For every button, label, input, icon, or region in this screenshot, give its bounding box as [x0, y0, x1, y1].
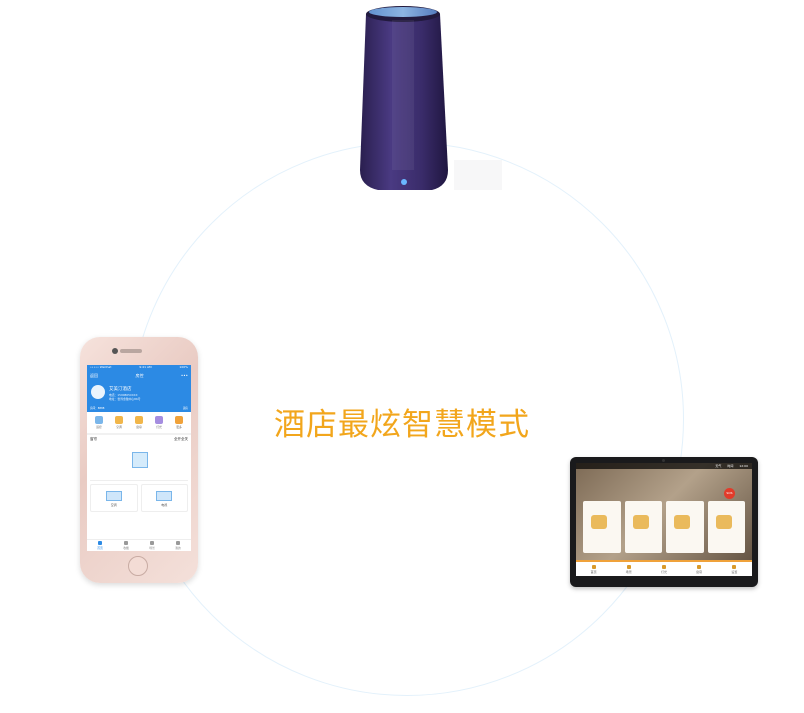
hotel-header: 艾美汀酒店 电话：1590865XXXX 地址：世界金融中心86号 房间：888… — [87, 380, 191, 412]
sos-button[interactable]: SOS — [724, 488, 735, 499]
home-icon — [97, 541, 102, 545]
hotel-phone: 电话：1590865XXXX — [109, 393, 138, 397]
tablet-cards — [583, 501, 745, 553]
device-card-tv[interactable]: 电视 — [140, 484, 188, 512]
tablet-tab[interactable]: 场景 — [626, 564, 632, 574]
quick-icon-item[interactable]: 更多 — [171, 416, 187, 429]
tablet-tab[interactable]: 窗帘 — [696, 564, 702, 574]
tablet-tab[interactable]: 灯光 — [661, 564, 667, 574]
tablet-accent-line — [576, 560, 752, 562]
grid-icon — [149, 541, 154, 545]
light-icon — [661, 564, 666, 569]
quick-icon-item[interactable]: 遥控 — [91, 416, 107, 429]
device-card-ac[interactable]: 空调 — [90, 484, 138, 512]
tab-me[interactable]: 我的 — [175, 541, 181, 550]
tablet: 天气 时间 12:00 SOS 首页 场景 灯光 窗帘 设置 — [570, 457, 758, 587]
tablet-card-tv[interactable] — [624, 501, 662, 553]
status-time: 9:41 AM — [139, 365, 152, 369]
more-icon — [175, 416, 183, 424]
ac-icon — [115, 416, 123, 424]
hotel-avatar — [91, 385, 105, 399]
top-weather: 天气 — [715, 464, 722, 468]
phone-speaker-slot — [120, 349, 142, 353]
quick-icon-item[interactable]: 空调 — [111, 416, 127, 429]
room-number: 房间：8888 — [90, 407, 105, 410]
tab-home[interactable]: 首页 — [97, 541, 103, 550]
phone-tab-bar: 首页 收藏 场景 我的 — [87, 539, 191, 551]
nav-title: 房控 — [135, 372, 144, 378]
hotel-name: 艾美汀酒店 — [109, 387, 132, 392]
top-clock: 12:00 — [739, 464, 748, 468]
phone-camera — [112, 348, 118, 354]
quick-icon-item[interactable]: 窗帘 — [131, 416, 147, 429]
phone-screen: ••••• WeChat 9:41 AM 100% 返回 房控 ••• 艾美汀酒… — [87, 365, 191, 551]
tablet-card-curtain[interactable] — [707, 501, 745, 553]
curtain-icon — [697, 564, 702, 569]
tablet-card-ac[interactable] — [666, 501, 704, 553]
home-button[interactable] — [128, 556, 148, 576]
tablet-bottom-bar: 首页 场景 灯光 窗帘 设置 — [576, 562, 752, 576]
section-title: 窗帘 — [90, 437, 97, 441]
remote-icon — [95, 416, 103, 424]
checkout-button[interactable]: 退房 — [182, 407, 188, 410]
scene-icon — [626, 564, 631, 569]
tablet-tab[interactable]: 首页 — [591, 564, 597, 574]
tv-graphic — [156, 491, 173, 501]
phone-nav-bar: 返回 房控 ••• — [87, 371, 191, 380]
quick-icon-item[interactable]: 灯光 — [151, 416, 167, 429]
curtain-icon — [715, 515, 732, 529]
settings-icon — [732, 564, 737, 569]
home-icon — [591, 564, 596, 569]
user-icon — [175, 541, 180, 545]
tv-icon — [632, 515, 649, 529]
quick-icons: 遥控 空调 窗帘 灯光 更多 — [87, 412, 191, 435]
more-button[interactable]: ••• — [180, 373, 188, 378]
tab-favorites[interactable]: 收藏 — [123, 541, 129, 550]
tablet-camera — [662, 459, 665, 462]
ac-graphic — [105, 491, 122, 501]
heart-icon — [123, 541, 128, 545]
top-date: 时间 — [727, 464, 734, 468]
ac-icon — [674, 515, 690, 529]
status-carrier: ••••• WeChat — [90, 365, 112, 369]
curtain-section-header: 窗帘 全开全关 — [87, 435, 191, 444]
phone-status-bar: ••••• WeChat 9:41 AM 100% — [87, 365, 191, 371]
smart-speaker — [360, 6, 502, 190]
headline: 酒店最炫智慧模式 — [274, 406, 530, 443]
curtain-control[interactable] — [90, 444, 188, 481]
tab-scenes[interactable]: 场景 — [149, 541, 155, 550]
device-cards: 空调 电视 — [87, 481, 191, 515]
bulb-icon — [591, 515, 607, 529]
hero-footer: 房间：8888 退房 — [90, 406, 188, 410]
tablet-screen: 天气 时间 12:00 SOS 首页 场景 灯光 窗帘 设置 — [576, 463, 752, 576]
status-battery: 100% — [179, 365, 188, 369]
hotel-address: 地址：世界金融中心86号 — [109, 397, 141, 401]
light-icon — [155, 416, 163, 424]
section-action[interactable]: 全开全关 — [174, 437, 188, 441]
tablet-top-bar: 天气 时间 12:00 — [576, 463, 752, 469]
smartphone: ••••• WeChat 9:41 AM 100% 返回 房控 ••• 艾美汀酒… — [80, 337, 198, 583]
back-button[interactable]: 返回 — [90, 372, 98, 378]
curtain-graphic — [132, 452, 148, 468]
tablet-tab[interactable]: 设置 — [731, 564, 737, 574]
tablet-card-light[interactable] — [583, 501, 621, 553]
curtain-icon — [135, 416, 143, 424]
